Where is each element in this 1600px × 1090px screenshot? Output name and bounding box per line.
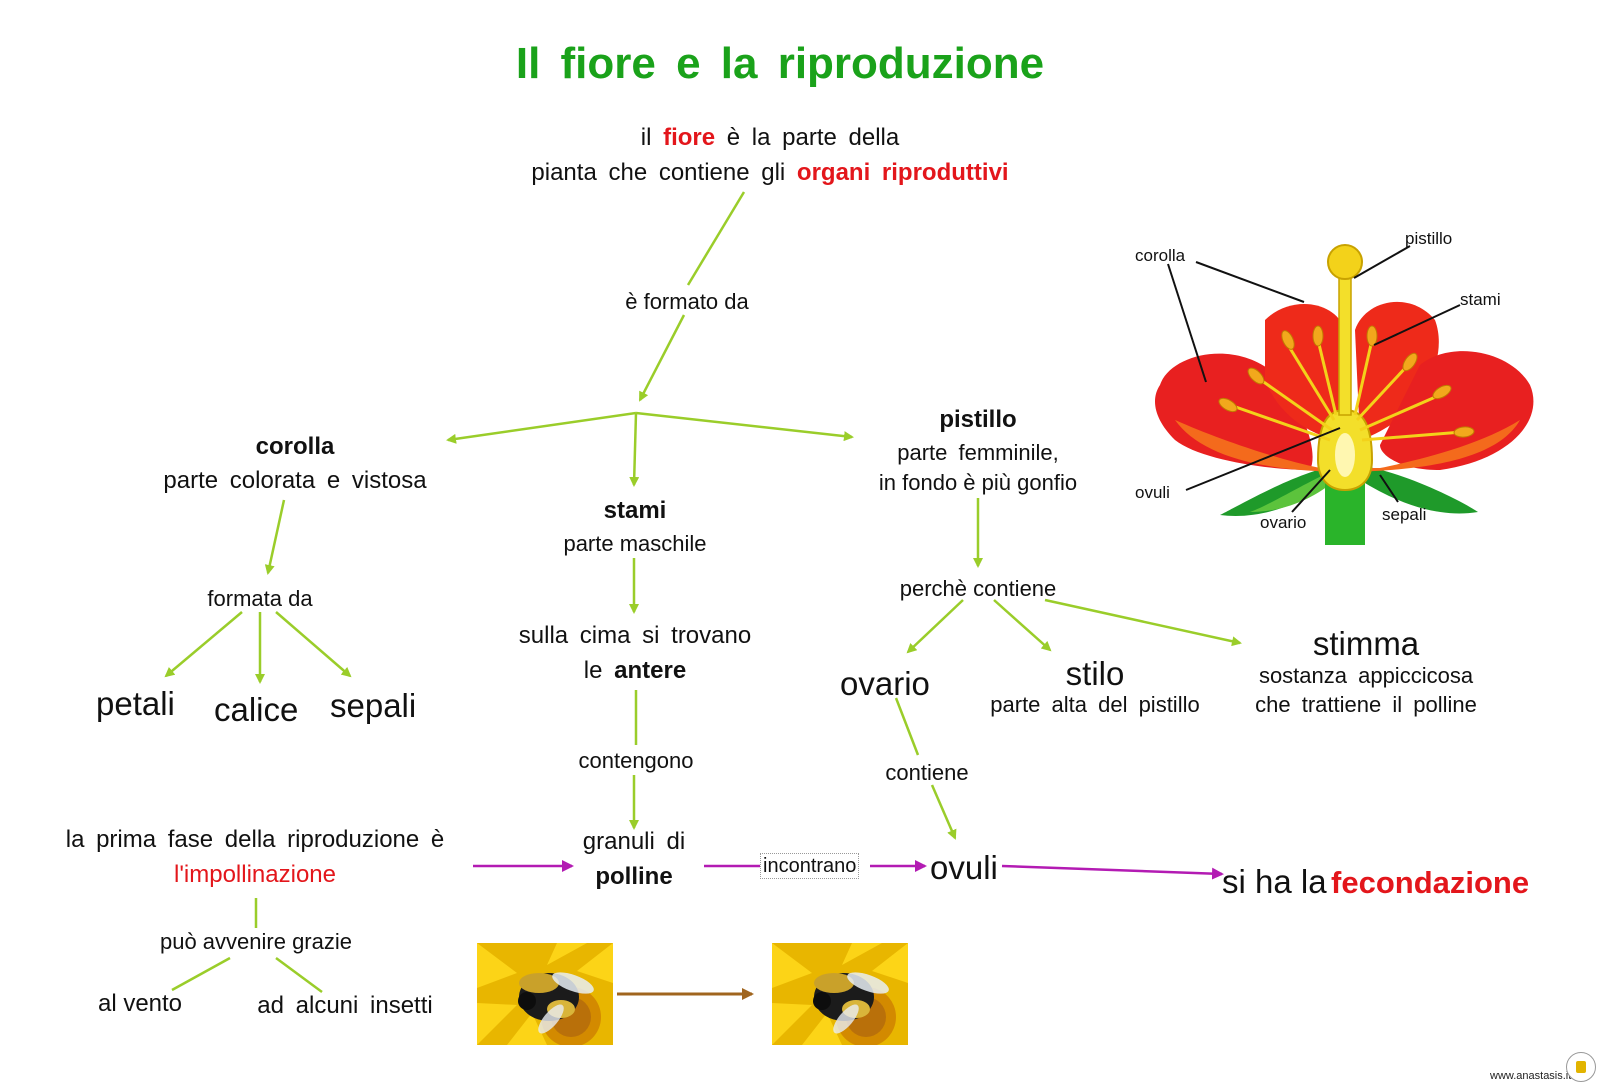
logo-badge-icon <box>1566 1052 1596 1082</box>
connector-line <box>275 956 323 994</box>
keyword-antere: antere <box>614 657 687 684</box>
arrow-to-sepali <box>275 611 352 678</box>
link-formata: formata da <box>207 586 313 611</box>
connector-line <box>686 191 746 286</box>
intro-text: è la parte della <box>726 124 900 151</box>
intro-line-1: il fiore è la parte della <box>480 124 1060 153</box>
corolla-desc: parte colorata e vistosa <box>163 467 427 494</box>
link-contengono: contengono <box>578 748 694 773</box>
ovuli-node: ovuli <box>930 849 998 886</box>
keyword-organi: organi riproduttivi <box>796 159 1009 186</box>
corolla-title: corolla <box>255 433 335 460</box>
arrow-to-formata <box>264 499 286 575</box>
footer-site: www.anastasis.it <box>1490 1070 1572 1082</box>
polline-line-2: polline <box>595 863 673 890</box>
part-petali: petali <box>96 685 175 722</box>
link-grazie: può avvenire grazie <box>159 929 352 954</box>
stimma-desc-2: che trattiene il polline <box>1255 692 1477 717</box>
ovario-title: ovario <box>840 665 930 702</box>
bee-on-sunflower-icon <box>772 943 908 1047</box>
antere-line-1: sulla cima si trovano <box>518 622 752 649</box>
link-contiene: contiene <box>885 760 969 785</box>
impollinazione-line-1: la prima fase della riproduzione è <box>65 826 445 853</box>
stami-desc: parte maschile <box>563 531 707 556</box>
intro-text: il <box>640 124 652 151</box>
option-vento: al vento <box>97 990 183 1017</box>
fecondazione-pre: si ha la <box>1222 863 1327 900</box>
part-sepali: sepali <box>330 687 417 724</box>
antere-line-2: le antere <box>540 657 730 686</box>
arrow-to-stimma <box>1044 598 1242 647</box>
antere-text: le <box>583 657 603 684</box>
arrow-to-pistillo <box>635 411 854 442</box>
option-insetti: ad alcuni insetti <box>257 992 433 1019</box>
bee-image-right <box>772 943 908 1047</box>
arrow-to-fecondazione <box>1001 864 1224 880</box>
fecondazione-line: si ha la fecondazione <box>1222 862 1529 902</box>
keyword-fecondazione: fecondazione <box>1331 865 1530 900</box>
intro-text: pianta che contiene gli <box>531 159 786 186</box>
arrow-to-petali <box>164 611 243 678</box>
link-incontrano: incontrano <box>760 853 860 879</box>
link-perche: perchè contiene <box>899 576 1057 601</box>
part-calice: calice <box>214 691 299 728</box>
link-formato: è formato da <box>625 289 749 314</box>
pistillo-desc-1: parte femminile, <box>897 440 1059 465</box>
bee-on-sunflower-icon <box>477 943 613 1047</box>
stilo-desc: parte alta del pistillo <box>990 692 1200 717</box>
connector-line <box>171 956 231 992</box>
polline-line-1: granuli di <box>582 828 686 855</box>
pistillo-desc-2: in fondo è più gonfio <box>878 470 1078 495</box>
connector-line <box>894 697 920 756</box>
keyword-fiore: fiore <box>663 124 716 151</box>
stimma-title: stimma <box>1312 625 1420 662</box>
arrow-to-corolla <box>446 411 637 444</box>
stimma-desc-1: sostanza appiccicosa <box>1258 663 1474 688</box>
stami-title: stami <box>603 497 667 524</box>
arrow-to-stami <box>629 412 640 487</box>
arrow-to-ovario <box>906 599 964 654</box>
pistillo-title: pistillo <box>939 406 1017 433</box>
intro-line-2: pianta che contiene gli organi riprodutt… <box>470 159 1070 188</box>
arrow-to-ovuli <box>930 784 957 840</box>
arrow-to-hub <box>638 314 686 402</box>
stilo-title: stilo <box>1065 655 1125 692</box>
arrow-to-stilo <box>993 599 1052 652</box>
page-title: Il fiore e la riproduzione <box>515 39 1045 88</box>
bee-image-left <box>477 943 613 1047</box>
keyword-impollinazione: l'impollinazione <box>174 861 336 888</box>
